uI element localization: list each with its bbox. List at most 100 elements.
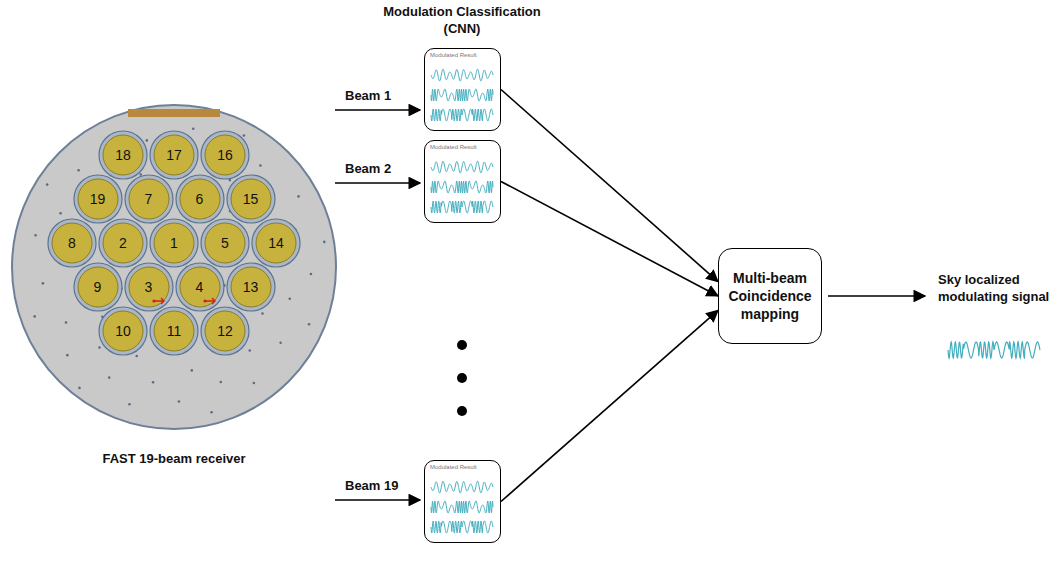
feed-horn: 6 — [175, 174, 225, 224]
beam-number: 18 — [115, 147, 131, 163]
receiver-caption: FAST 19-beam receiver — [0, 451, 348, 466]
feed-horn: 17 — [149, 130, 199, 180]
horn-ring — [150, 219, 198, 267]
waveform-stroke — [431, 89, 493, 101]
beam-arrow — [335, 182, 420, 184]
horn-ring — [227, 263, 275, 311]
horn-core — [154, 223, 194, 263]
beam-number: 17 — [166, 147, 182, 163]
horn-core — [52, 223, 92, 263]
beam-number: 7 — [145, 191, 153, 207]
beam-number: 6 — [196, 191, 204, 207]
horn-ring — [48, 219, 96, 267]
beam-arrow — [335, 109, 420, 111]
bolt-dot — [210, 411, 213, 414]
feed-horn: 9 — [73, 262, 123, 312]
classifier-box: Modulated Result — [424, 140, 501, 223]
horn-core — [256, 223, 296, 263]
section-title: Modulation Classification (CNN) — [367, 4, 557, 38]
bolt-dot — [98, 346, 101, 349]
feed-horn: 7 — [124, 174, 174, 224]
polarization-mark — [206, 298, 215, 304]
horn-core — [205, 135, 245, 175]
beam-number: 1 — [170, 235, 178, 251]
horn-ring — [227, 175, 275, 223]
beam-label: Beam 2 — [345, 161, 425, 178]
feed-horn: 14 — [251, 218, 301, 268]
horn-core — [78, 179, 118, 219]
bolt-dot — [46, 183, 49, 186]
bolt-dot — [42, 282, 45, 285]
beam-number: 2 — [119, 235, 127, 251]
horn-ring — [252, 219, 300, 267]
horn-ring — [125, 175, 173, 223]
waveform-stroke — [431, 521, 493, 533]
polarization-mark — [155, 298, 164, 304]
horn-ring — [74, 263, 122, 311]
bolt-dot — [65, 321, 68, 324]
waveform-stroke — [431, 69, 493, 81]
ellipsis-dot — [457, 340, 467, 350]
beam-number: 15 — [243, 191, 259, 207]
bolt-dot — [190, 369, 193, 372]
bolt-dot — [243, 134, 246, 137]
feed-horn: 18 — [98, 130, 148, 180]
process-text: Multi-beam Coincidence mapping — [727, 269, 813, 324]
horn-ring — [201, 219, 249, 267]
horn-core — [103, 223, 143, 263]
flow-arrow — [501, 182, 718, 297]
waveform-stroke — [431, 161, 493, 173]
horn-ring — [201, 307, 249, 355]
bolt-dot — [288, 297, 291, 300]
flow-arrow — [501, 90, 718, 282]
beam-number: 11 — [167, 323, 182, 339]
bolt-dot — [135, 355, 138, 358]
process-box: Multi-beam Coincidence mapping — [718, 248, 822, 344]
bolt-dot — [128, 403, 131, 406]
bolt-dot — [77, 169, 80, 172]
bolt-dot — [178, 400, 181, 403]
flow-arrow — [501, 310, 718, 501]
feed-horn: 16 — [200, 130, 250, 180]
horn-ring — [74, 175, 122, 223]
beam-arrow — [335, 499, 420, 501]
output-label: Sky localized modulating signal — [938, 272, 1050, 306]
beam-number: 10 — [115, 323, 131, 339]
bolt-dot — [33, 315, 36, 318]
horn-core — [103, 135, 143, 175]
horn-core — [154, 135, 194, 175]
ellipsis-dot — [457, 373, 467, 383]
feed-horn: 10 — [98, 306, 148, 356]
bolt-dot — [78, 387, 81, 390]
horn-ring — [201, 131, 249, 179]
feed-horn: 4 — [175, 262, 225, 312]
bolt-dot — [297, 195, 300, 198]
bolt-dot — [323, 241, 326, 244]
beam-number: 8 — [68, 235, 76, 251]
horn-core — [205, 223, 245, 263]
horn-core — [78, 267, 118, 307]
bolt-dot — [220, 381, 223, 384]
feed-horn: 12 — [200, 306, 250, 356]
waveform-stroke — [948, 342, 1040, 358]
beam-label: Beam 19 — [345, 478, 425, 495]
panel-caption: Modulated Result — [430, 464, 477, 470]
bolt-dot — [261, 312, 264, 315]
classifier-box: Modulated Result — [424, 48, 501, 131]
horn-ring — [125, 263, 173, 311]
bolt-dot — [308, 323, 311, 326]
panel-caption: Modulated Result — [430, 52, 477, 58]
bolt-dot — [145, 139, 148, 142]
horn-ring — [150, 131, 198, 179]
feed-horn: 19 — [73, 174, 123, 224]
waveform-panel — [425, 49, 500, 130]
disc-body — [12, 105, 336, 429]
feed-horn: 3 — [124, 262, 174, 312]
waveform-stroke — [431, 481, 493, 493]
horn-ring — [99, 307, 147, 355]
horn-core — [231, 267, 271, 307]
bolt-dot — [152, 381, 155, 384]
ellipsis-dot — [457, 406, 467, 416]
output-arrow — [828, 295, 925, 297]
